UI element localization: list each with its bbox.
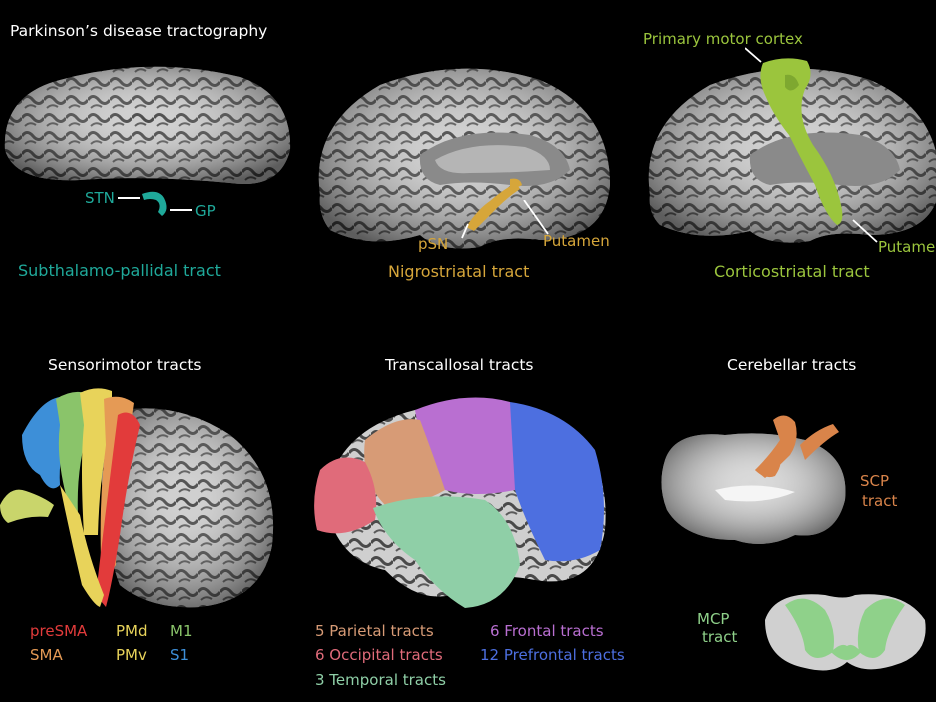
panel2-leader-lines [461, 200, 549, 239]
gp-label: GP [195, 202, 216, 220]
legend-pmv: PMv [116, 646, 147, 664]
legend-parietal: 5 Parietal tracts [315, 622, 434, 640]
nigrostriatal-caption: Nigrostriatal tract [388, 262, 530, 281]
stn-label: STN [85, 189, 115, 207]
scp-tract-label: tract [862, 492, 898, 510]
legend-s1: S1 [170, 646, 190, 664]
subthalamo-pallidal-caption: Subthalamo-pallidal tract [18, 261, 221, 280]
legend-temporal: 3 Temporal tracts [315, 671, 446, 689]
panel2-brain [318, 68, 610, 249]
legend-frontal: 6 Frontal tracts [490, 622, 604, 640]
legend-presma: preSMA [30, 622, 88, 640]
primary-motor-cortex-label: Primary motor cortex [643, 30, 803, 48]
panel3-brain [648, 68, 936, 243]
scp-label: SCP [860, 472, 890, 490]
corticostriatal-tract-shape [760, 58, 843, 225]
mcp-cerebellum [765, 594, 926, 671]
panel1-brain [4, 66, 291, 185]
legend-occipital: 6 Occipital tracts [315, 646, 443, 664]
sensorimotor-brain [0, 388, 274, 608]
cerebellar-title: Cerebellar tracts [727, 356, 857, 374]
panel3-putamen-label: Putame [878, 238, 936, 256]
legend-sma: SMA [30, 646, 63, 664]
mcp-tract-label: tract [702, 628, 738, 646]
transcallosal-title: Transcallosal tracts [385, 356, 534, 374]
subthalamo-pallidal-tract-shape [142, 191, 167, 216]
figure-title: Parkinson’s disease tractography [10, 22, 268, 40]
scp-cerebellum [661, 415, 846, 544]
legend-m1: M1 [170, 622, 193, 640]
gp-leader-line [170, 209, 192, 211]
transcallosal-brain [314, 397, 606, 608]
putamen-label: Putamen [543, 232, 610, 250]
nigrostriatal-tract-shape [466, 178, 522, 231]
stn-leader-line [118, 197, 140, 199]
corticostriatal-caption: Corticostriatal tract [714, 262, 870, 281]
sensorimotor-title: Sensorimotor tracts [48, 356, 202, 374]
legend-pmd: PMd [116, 622, 148, 640]
legend-prefrontal: 12 Prefrontal tracts [480, 646, 625, 664]
mcp-label: MCP [697, 610, 730, 628]
panel3-leader-lines [745, 47, 878, 243]
psn-label: pSN [418, 235, 449, 253]
